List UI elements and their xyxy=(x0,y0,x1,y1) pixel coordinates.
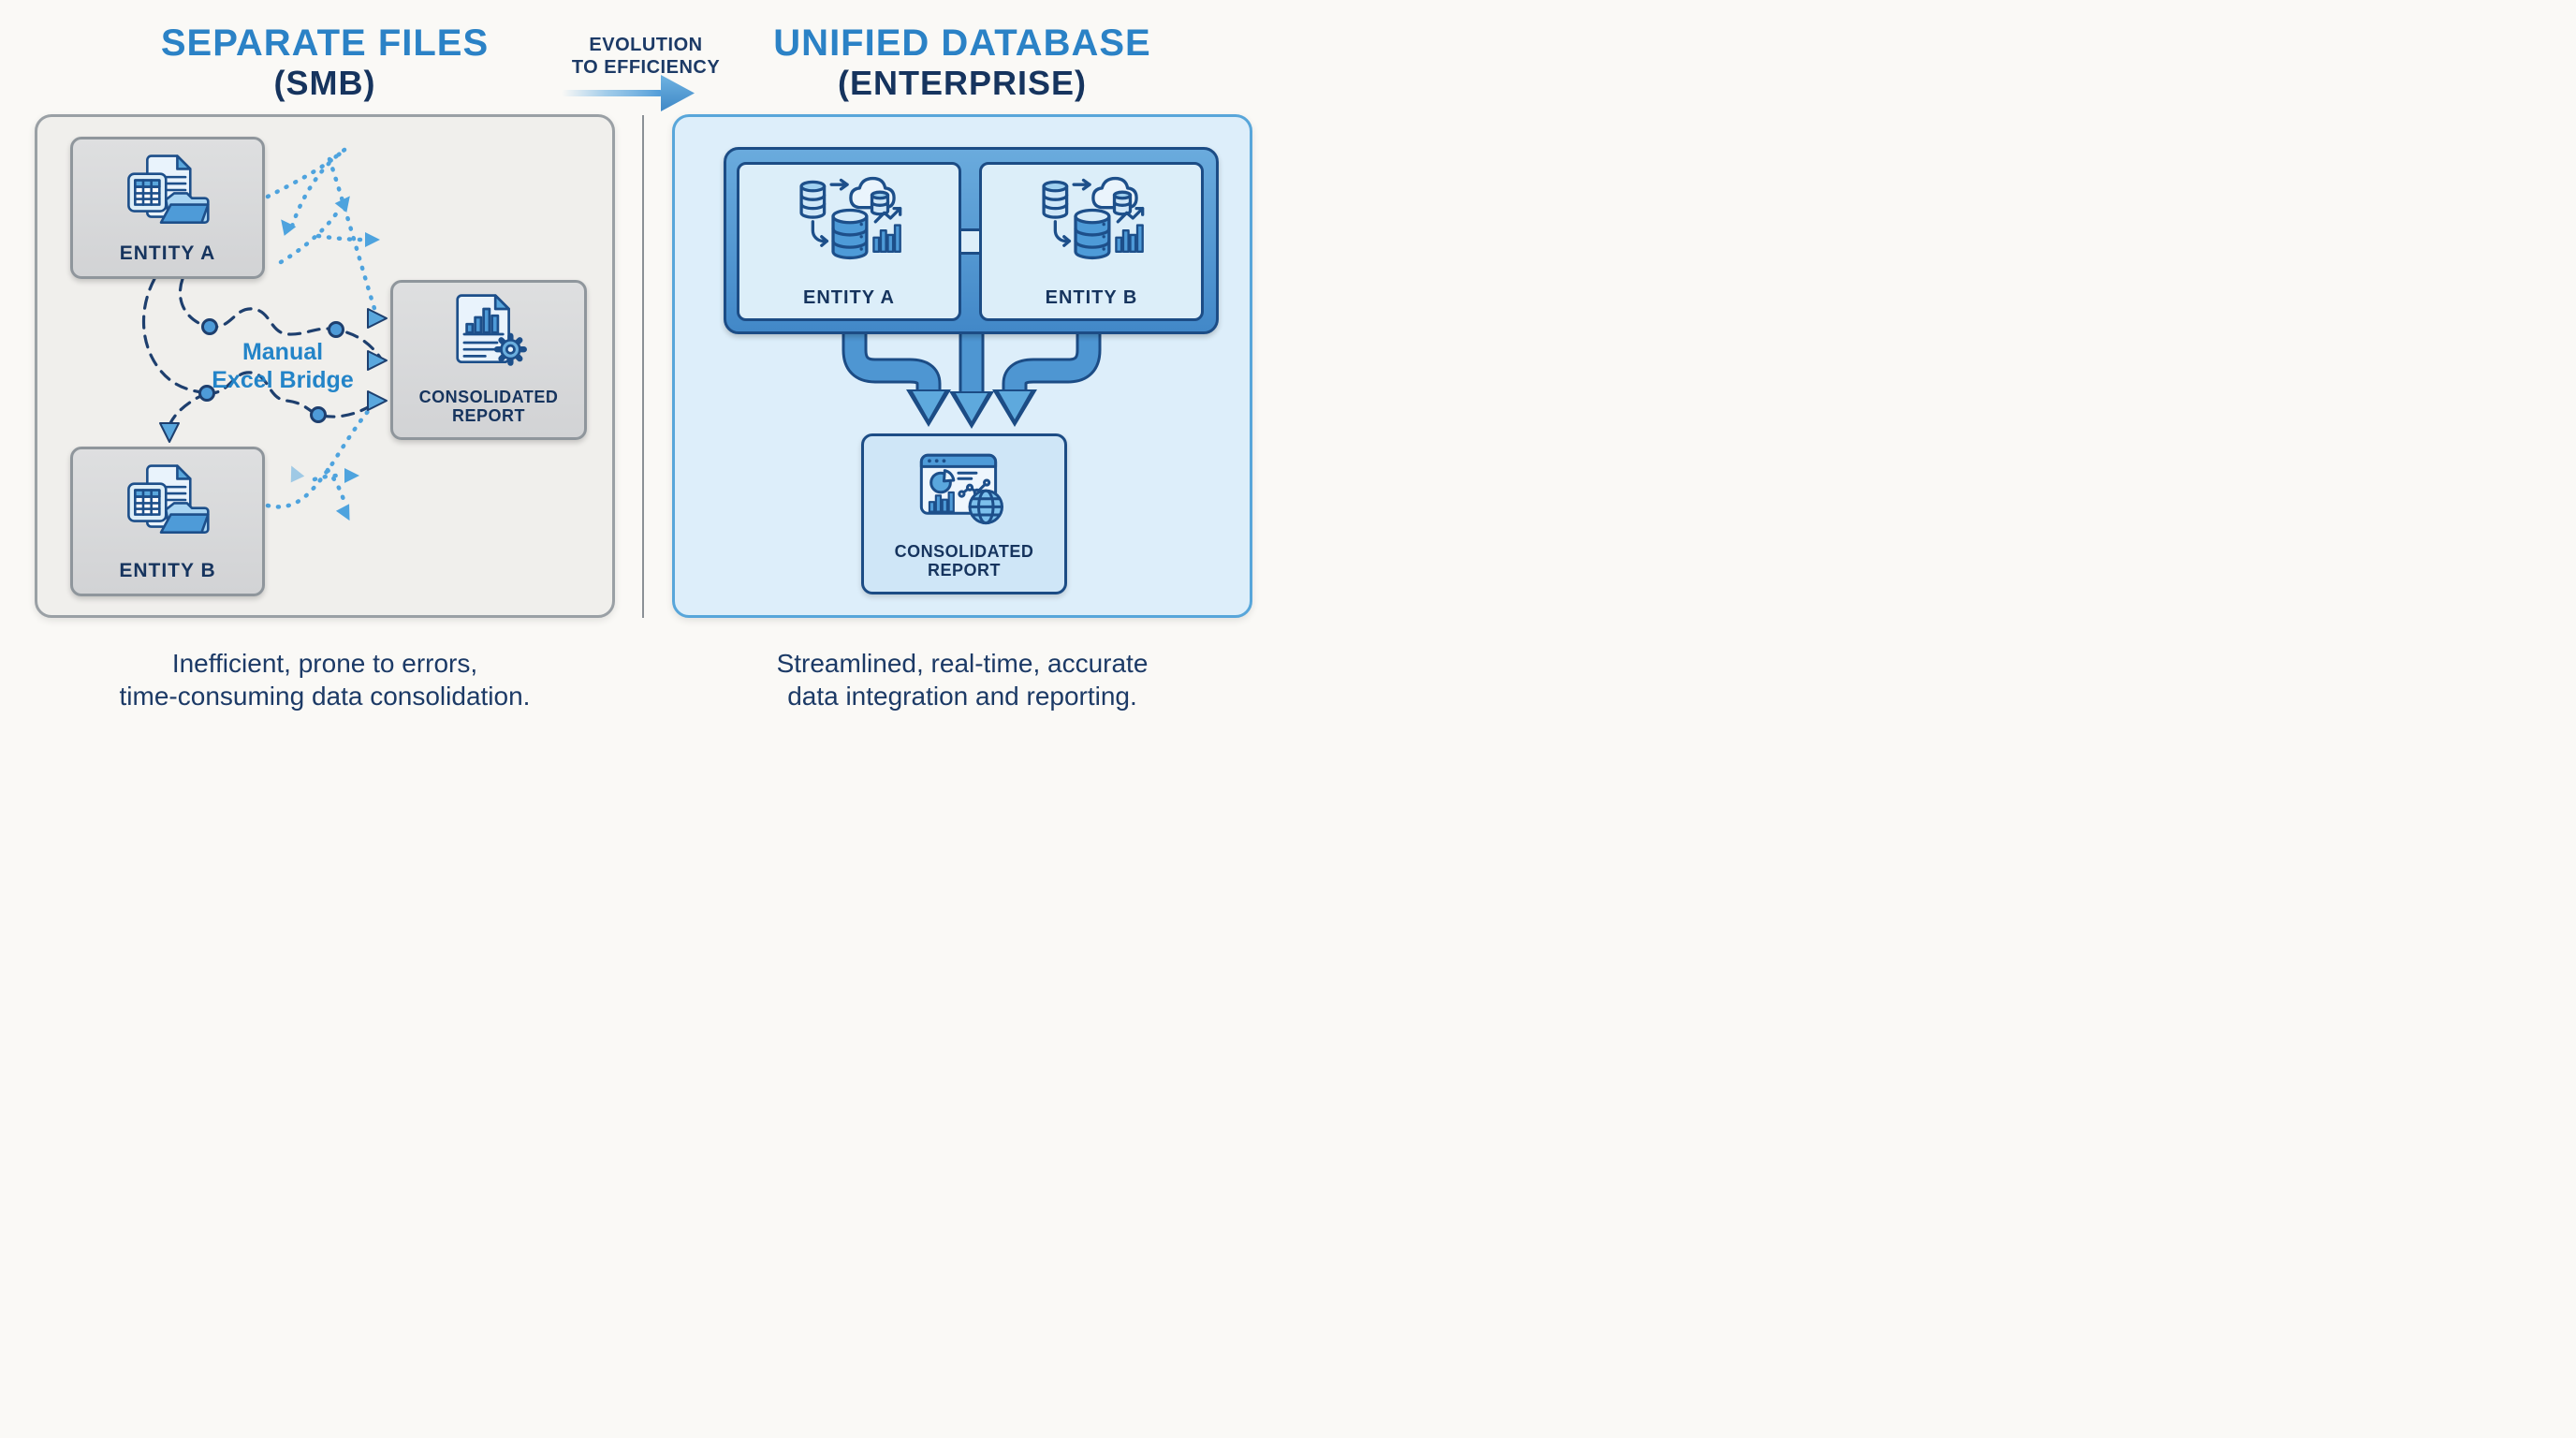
smb-entity-a-label: ENTITY A xyxy=(119,242,216,264)
evolution-label-block: EVOLUTION TO EFFICIENCY xyxy=(552,34,739,79)
enterprise-entity-a-label: ENTITY A xyxy=(802,287,895,308)
flow-path-b-wave xyxy=(205,371,377,418)
enterprise-title: UNIFIED DATABASE xyxy=(773,22,1151,64)
evolution-label-line2: TO EFFICIENCY xyxy=(571,57,721,78)
enterprise-pipes xyxy=(842,320,1102,429)
enterprise-caption: Streamlined, real-time, accurate data in… xyxy=(672,648,1252,712)
report-document-gear-icon xyxy=(456,294,527,366)
smb-caption-line1: Inefficient, prone to errors, xyxy=(171,649,478,678)
flow-path-a-down xyxy=(141,277,209,395)
enterprise-report-label-line1: CONSOLIDATED xyxy=(894,541,1034,561)
enterprise-entity-b-box: ENTITY B xyxy=(979,162,1204,321)
smb-report-label-line2: REPORT xyxy=(451,406,525,426)
entity-b-down-arrowhead xyxy=(159,422,180,443)
manual-excel-bridge-label: Manual Excel Bridge xyxy=(170,339,395,394)
analytics-dashboard-globe-icon xyxy=(919,453,1003,525)
smb-title-block: SEPARATE FILES (SMB) xyxy=(35,22,615,102)
pipe-arrowheads xyxy=(913,391,1031,421)
smb-subtitle: (SMB) xyxy=(273,63,376,102)
spreadsheet-file-folder-icon xyxy=(127,464,210,534)
bridge-label-line2: Excel Bridge xyxy=(212,366,354,393)
enterprise-title-block: UNIFIED DATABASE (ENTERPRISE) xyxy=(672,22,1252,102)
spreadsheet-file-folder-icon xyxy=(127,154,210,224)
enterprise-report-label-line2: REPORT xyxy=(927,561,1001,580)
smb-report-label: CONSOLIDATED REPORT xyxy=(419,388,559,426)
smb-caption-line2: time-consuming data consolidation. xyxy=(119,681,531,711)
smb-dotted-tangle xyxy=(265,147,379,509)
entity-connector-band xyxy=(959,228,982,255)
database-cloud-sync-icon xyxy=(1042,176,1145,260)
smb-report-box: CONSOLIDATED REPORT xyxy=(390,280,587,440)
bridge-label-line1: Manual xyxy=(242,339,324,365)
evolution-right-arrow-icon xyxy=(562,75,695,111)
smb-entity-b-box: ENTITY B xyxy=(70,447,265,596)
evolution-label-line1: EVOLUTION xyxy=(589,35,703,55)
enterprise-entity-a-box: ENTITY A xyxy=(737,162,961,321)
smb-entity-b-label: ENTITY B xyxy=(119,559,216,581)
infographic-canvas: SEPARATE FILES (SMB) EVOLUTION TO EFFICI… xyxy=(0,0,1288,719)
database-cloud-sync-icon xyxy=(799,176,902,260)
smb-report-arrowheads xyxy=(159,308,388,443)
enterprise-caption-line2: data integration and reporting. xyxy=(787,681,1137,711)
smb-caption: Inefficient, prone to errors, time-consu… xyxy=(35,648,615,712)
enterprise-caption-line1: Streamlined, real-time, accurate xyxy=(776,649,1149,678)
smb-title: SEPARATE FILES xyxy=(160,22,490,64)
enterprise-subtitle: (ENTERPRISE) xyxy=(837,63,1088,102)
enterprise-report-box: CONSOLIDATED REPORT xyxy=(861,433,1067,594)
smb-report-label-line1: CONSOLIDATED xyxy=(418,387,559,406)
flow-nodes xyxy=(198,318,344,423)
panel-divider xyxy=(642,115,644,618)
tangle-arrowheads xyxy=(281,196,380,521)
enterprise-entity-b-label: ENTITY B xyxy=(1045,287,1138,308)
enterprise-report-label: CONSOLIDATED REPORT xyxy=(895,542,1034,580)
smb-entity-a-box: ENTITY A xyxy=(70,137,265,279)
